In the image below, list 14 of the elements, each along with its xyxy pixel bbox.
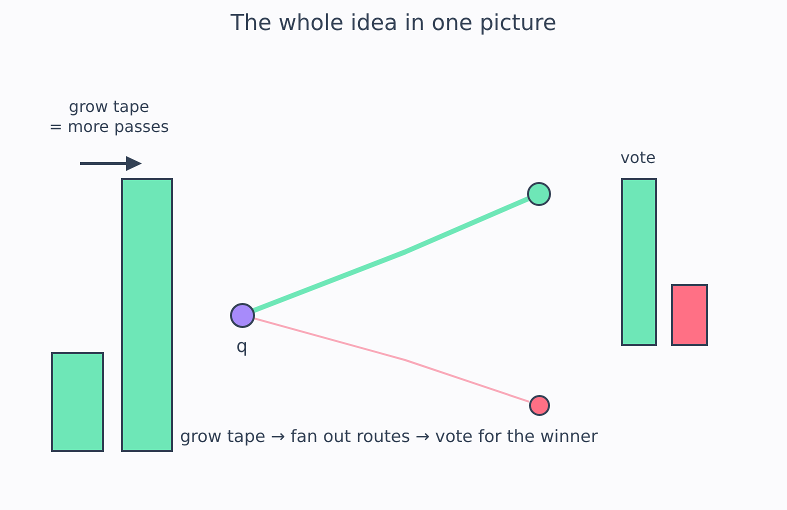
caption: grow tape → fan out routes → vote for the winner bbox=[180, 427, 598, 448]
node-label: q bbox=[235, 336, 249, 358]
diagram-title: The whole idea in one picture bbox=[230, 10, 558, 38]
query-circle bbox=[230, 302, 254, 328]
route-end-circle bbox=[528, 394, 550, 416]
group-label: vote bbox=[619, 148, 657, 168]
route-end-circle bbox=[527, 182, 551, 206]
route-line bbox=[252, 196, 529, 313]
vote-bar bbox=[621, 178, 657, 346]
vote-bar bbox=[671, 284, 708, 346]
annotation-text: grow tape = more passes bbox=[48, 97, 170, 137]
route-line bbox=[254, 317, 530, 403]
tape-bar bbox=[121, 178, 173, 452]
tape-bar bbox=[51, 352, 104, 452]
